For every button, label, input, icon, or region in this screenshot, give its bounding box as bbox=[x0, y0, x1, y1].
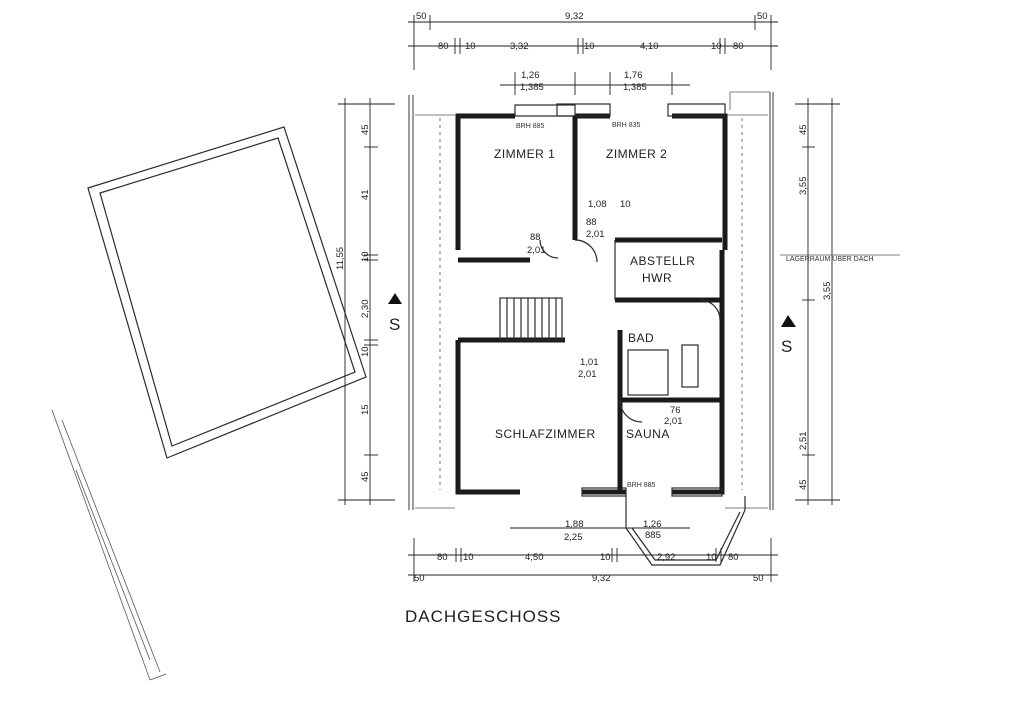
dim-window2-width: 1,76 bbox=[624, 70, 643, 81]
room-label-schlafzimmer: SCHLAFZIMMER bbox=[495, 427, 596, 441]
right-dimension-labels: 45 3,55 3,55 2,51 45 LAGERRAUM ÜBER DACH bbox=[786, 124, 874, 490]
exterior-walls bbox=[455, 103, 728, 497]
lagerraum-note: LAGERRAUM ÜBER DACH bbox=[786, 255, 874, 263]
dim-left-seg-3: 2,30 bbox=[360, 300, 371, 319]
dim-top-seg-5: 10 bbox=[711, 41, 722, 52]
dim-bottom-seg-3: 10 bbox=[600, 552, 611, 563]
dim-right-seg-3: 2,51 bbox=[798, 432, 809, 451]
dim-top-right-overhang: 50 bbox=[757, 11, 768, 22]
dim-top-seg-2: 3,32 bbox=[510, 41, 529, 52]
dim-top-left-overhang: 50 bbox=[416, 11, 427, 22]
right-dimension-lines bbox=[780, 98, 900, 505]
dim-top-seg-6: 80 bbox=[733, 41, 744, 52]
dim-bottom-window1-height: 2,25 bbox=[564, 532, 583, 543]
dim-bottom-seg-0: 80 bbox=[437, 552, 448, 563]
dim-bottom-window1-width: 1,88 bbox=[565, 519, 584, 530]
dim-window1-width: 1,26 bbox=[521, 70, 540, 81]
dim-top-seg-0: 80 bbox=[438, 41, 449, 52]
door-z1-height: 2,01 bbox=[527, 245, 546, 256]
door-bad-width: 1,01 bbox=[580, 357, 599, 368]
dim-left-seg-4: 10 bbox=[360, 346, 371, 357]
door-z1-width: 88 bbox=[530, 232, 541, 243]
section-arrow-icon bbox=[388, 293, 402, 304]
dim-top-seg-3: 10 bbox=[584, 41, 595, 52]
door-sauna-width: 76 bbox=[670, 405, 681, 416]
drawing-title: DACHGESCHOSS bbox=[405, 607, 562, 626]
dim-left-seg-6: 45 bbox=[360, 471, 371, 482]
dim-bottom-window2-width: 1,26 bbox=[643, 519, 662, 530]
room-label-sauna: SAUNA bbox=[626, 427, 670, 441]
dim-bottom-seg-5: 10 bbox=[706, 552, 717, 563]
dim-left-seg-0: 45 bbox=[360, 124, 371, 135]
dim-right-seg-2: 3,55 bbox=[822, 282, 833, 301]
room-label-hwr: HWR bbox=[642, 271, 672, 285]
dim-bottom-left-overhang: 50 bbox=[414, 573, 425, 584]
inner-small-labels: BRH 885 BRH 835 1,08 10 88 2,01 88 2,01 … bbox=[516, 122, 683, 489]
brh-label-1: BRH 885 bbox=[516, 123, 545, 130]
top-dimension-labels: 50 9,32 50 80 10 3,32 10 4,10 10 80 1,26… bbox=[416, 11, 768, 93]
dim-left-seg-5: 15 bbox=[360, 404, 371, 415]
section-arrow-icon bbox=[781, 315, 796, 327]
room-label-zimmer-1: ZIMMER 1 bbox=[494, 147, 555, 161]
brh-bottom-label: BRH 885 bbox=[627, 482, 656, 489]
brh-label-2: BRH 835 bbox=[612, 122, 641, 129]
dim-bottom-window2-height: 885 bbox=[645, 530, 661, 541]
section-letter-right: S bbox=[781, 337, 792, 356]
section-marker-right: S bbox=[781, 315, 796, 356]
dim-top-seg-1: 10 bbox=[465, 41, 476, 52]
section-marker-left: S bbox=[388, 293, 402, 334]
top-dimension-lines bbox=[408, 15, 778, 95]
door-zimmer2-width: 1,08 bbox=[588, 199, 607, 210]
interior-walls bbox=[458, 116, 746, 566]
dim-window2-height: 1,385 bbox=[623, 82, 647, 93]
bottom-dimension-lines bbox=[408, 527, 778, 582]
dim-right-seg-1: 3,55 bbox=[798, 177, 809, 196]
section-letter-left: S bbox=[389, 315, 400, 334]
dim-bottom-seg-2: 4,50 bbox=[525, 552, 544, 563]
tilted-frame-outline bbox=[51, 126, 367, 681]
dim-right-seg-4: 45 bbox=[798, 479, 809, 490]
dim-left-seg-1: 41 bbox=[360, 189, 371, 200]
door-small-height: 2,01 bbox=[586, 229, 605, 240]
left-dimension-labels: 11,55 45 41 10 2,30 10 15 45 bbox=[335, 124, 371, 482]
dim-right-seg-0: 45 bbox=[798, 124, 809, 135]
door-bad-height: 2,01 bbox=[578, 369, 597, 380]
dim-bottom-seg-1: 10 bbox=[463, 552, 474, 563]
bottom-dimension-labels: 1,88 2,25 1,26 885 80 10 4,50 10 2,92 10… bbox=[414, 519, 764, 584]
dim-top-seg-4: 4,10 bbox=[640, 41, 659, 52]
room-label-zimmer-2: ZIMMER 2 bbox=[606, 147, 667, 161]
door-zimmer2-wall: 10 bbox=[620, 199, 631, 210]
room-labels: ZIMMER 1 ZIMMER 2 ABSTELLR HWR BAD SCHLA… bbox=[494, 147, 695, 441]
outer-roof-lines bbox=[408, 91, 774, 510]
dim-left-seg-2: 10 bbox=[360, 251, 371, 262]
dim-bottom-overall: 9,32 bbox=[592, 573, 611, 584]
dim-bottom-seg-6: 80 bbox=[728, 552, 739, 563]
dim-top-overall: 9,32 bbox=[565, 11, 584, 22]
door-sauna-height: 2,01 bbox=[664, 416, 683, 427]
door-small-width: 88 bbox=[586, 217, 597, 228]
left-dimension-lines bbox=[338, 98, 395, 505]
room-label-bad: BAD bbox=[628, 331, 654, 345]
dim-bottom-right-overhang: 50 bbox=[753, 573, 764, 584]
room-label-abstellr: ABSTELLR bbox=[630, 254, 695, 268]
dim-bottom-seg-4: 2,92 bbox=[657, 552, 676, 563]
dim-window1-height: 1,385 bbox=[520, 82, 544, 93]
dim-left-overall: 11,55 bbox=[335, 247, 346, 270]
